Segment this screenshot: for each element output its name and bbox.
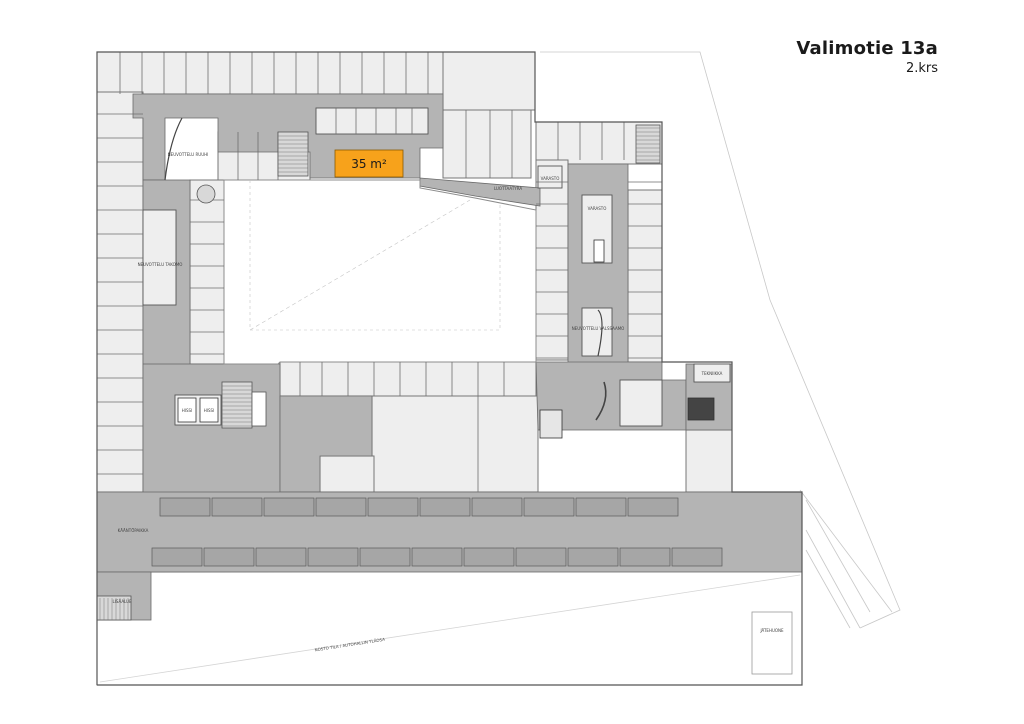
parking-stall bbox=[515, 547, 567, 567]
highlighted-unit-area: 35 m² bbox=[351, 157, 387, 171]
autohalli-area bbox=[96, 567, 803, 686]
label-neuvottelu-valssaamo: NEUVOTTELU VALSSAAMO bbox=[572, 326, 625, 331]
parking-stall bbox=[263, 497, 315, 517]
parking-stall bbox=[411, 547, 463, 567]
parking-stall bbox=[307, 547, 359, 567]
parking-stall bbox=[203, 547, 255, 567]
parking-stall bbox=[619, 547, 671, 567]
building-outline bbox=[96, 51, 803, 686]
label-neuvottelu-takomo: NEUVOTTELU TAKOMO bbox=[138, 262, 183, 267]
parking-stall bbox=[151, 547, 203, 567]
parking-stalls bbox=[151, 497, 723, 567]
parking-stall bbox=[159, 497, 211, 517]
label-jatehuone: JÄTEHUONE bbox=[759, 628, 784, 633]
parking-stall bbox=[367, 497, 419, 517]
parking-stall bbox=[359, 547, 411, 567]
curved-wall bbox=[164, 117, 183, 181]
parking-stall bbox=[567, 547, 619, 567]
label-hissi-1: HISSI bbox=[182, 408, 192, 413]
label-tekniikka: TEKNIIKKA bbox=[701, 371, 723, 376]
parking-stall bbox=[523, 497, 575, 517]
stairs bbox=[96, 124, 661, 621]
parking-stall bbox=[315, 497, 367, 517]
parking-stall bbox=[627, 497, 679, 517]
label-lisaalue: LISÄALUE bbox=[112, 599, 132, 604]
courtyard bbox=[223, 179, 537, 365]
plan-title: Valimotie 13a 2.krs bbox=[796, 38, 938, 76]
label-luottaatyra: LUOTTAATYRA bbox=[494, 186, 522, 191]
floor-label: 2.krs bbox=[905, 61, 938, 76]
label-varasto-1: VARASTO bbox=[541, 176, 560, 181]
stair-treads bbox=[99, 127, 660, 620]
label-hissi-2: HISSI bbox=[204, 408, 214, 413]
parking-stall bbox=[463, 547, 515, 567]
building-name: Valimotie 13a bbox=[796, 38, 938, 59]
highlighted-unit[interactable] bbox=[334, 149, 404, 178]
elevators bbox=[177, 239, 715, 439]
parking-stall bbox=[575, 497, 627, 517]
round-feature bbox=[196, 184, 216, 204]
parking-stall bbox=[255, 547, 307, 567]
lower-deck-outline bbox=[540, 51, 901, 629]
parking-stall bbox=[211, 497, 263, 517]
label-neuvottelu-ruuhi: NEUVOTTELU RUUHI bbox=[168, 152, 209, 157]
curved-wall-east bbox=[597, 309, 603, 357]
label-varasto-2: VARASTO bbox=[588, 206, 607, 211]
parking-stall bbox=[419, 497, 471, 517]
curved-wall-lobby bbox=[595, 381, 607, 421]
parking-stall bbox=[671, 547, 723, 567]
parking-stall bbox=[471, 497, 523, 517]
label-kaantopaikka: KÄÄNTÖPAIKKA bbox=[118, 528, 149, 533]
room-partitions bbox=[97, 52, 662, 492]
